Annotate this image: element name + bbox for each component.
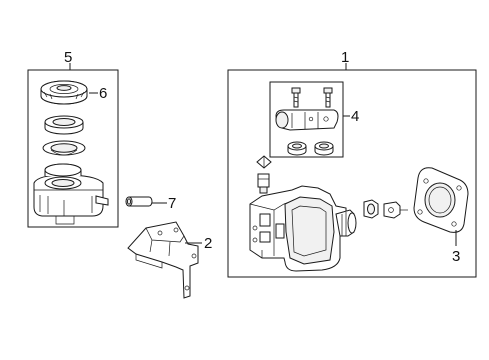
grommet-right: [314, 141, 334, 156]
master-cylinder-group-box: [227, 69, 477, 278]
callout-label-3: 3: [452, 248, 460, 265]
pressure-sensor: [257, 173, 270, 194]
reservoir-cap-seal: [44, 115, 84, 135]
hose: [125, 196, 153, 207]
gasket: [413, 167, 469, 233]
reservoir-body: [33, 163, 109, 225]
callout-label-4: 4: [351, 108, 359, 125]
master-cylinder: [275, 109, 339, 131]
mounting-bracket: [127, 221, 199, 299]
grommet-left: [287, 141, 307, 156]
callout-label-5: 5: [64, 49, 72, 66]
callout-label-7: 7: [168, 195, 176, 212]
mounting-bolt-left: [291, 87, 301, 108]
callout-label-6: 6: [99, 85, 107, 102]
fitting-clip: [256, 155, 272, 169]
master-cylinder-subgroup-box: [269, 81, 344, 158]
callout-label-2: 2: [204, 235, 212, 252]
mounting-bolt-right: [323, 87, 333, 108]
callout-label-1: 1: [341, 49, 349, 66]
check-valve: [363, 199, 379, 219]
reservoir-cap: [40, 80, 88, 105]
vacuum-fitting: [383, 201, 408, 219]
reservoir-group-box: [27, 69, 119, 228]
brake-booster-unit: [249, 185, 357, 272]
reservoir-strainer: [42, 140, 86, 156]
